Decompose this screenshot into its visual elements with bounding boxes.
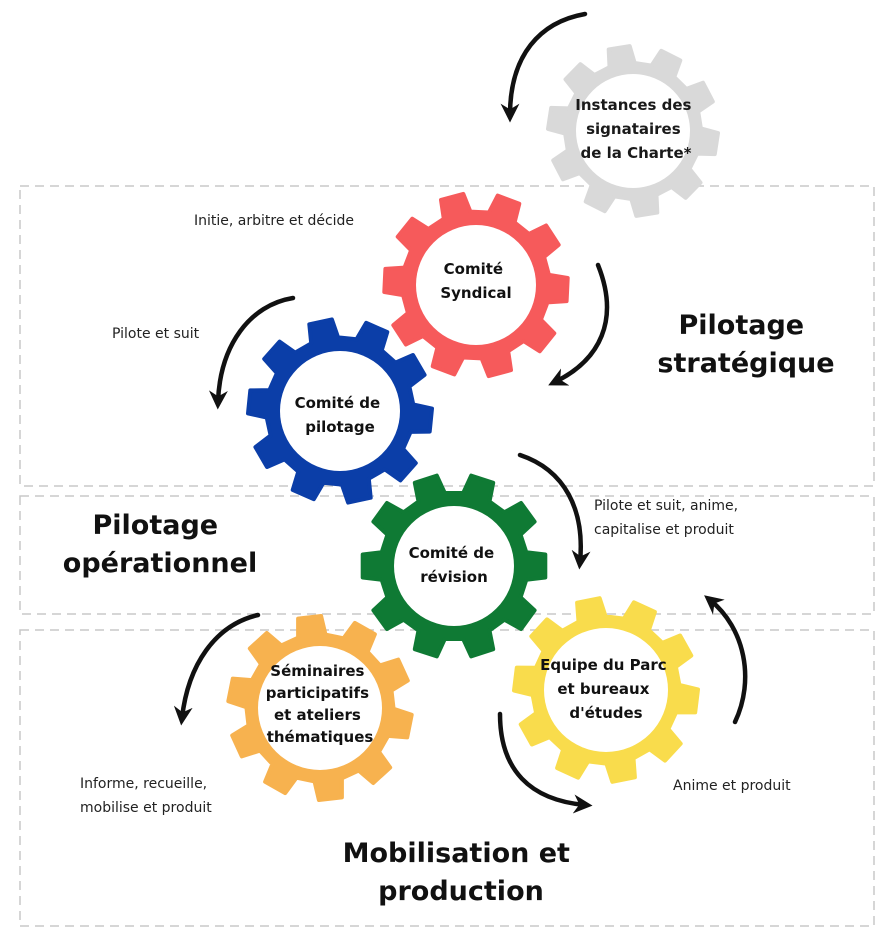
gear-label-equipe-parc: Equipe du Parc et bureaux d'études — [540, 656, 672, 722]
arrow-into-comite-pilotage — [208, 295, 296, 410]
note-comite-syndical: Initie, arbitre et décide — [194, 213, 354, 229]
gear-label-line: thématiques — [267, 728, 374, 746]
section-title-line: Pilotage — [92, 510, 218, 541]
gear-label-line: signataires — [586, 120, 681, 138]
arrow-into-seminaires — [173, 612, 261, 726]
note-line: capitalise et produit — [594, 522, 734, 538]
gear-label-line: et ateliers — [274, 706, 361, 724]
gear-label-comite-pilotage: Comité de pilotage — [295, 394, 386, 436]
gear-label-instances: Instances des signataires de la Charte* — [575, 96, 696, 162]
gear-seminaires — [226, 614, 414, 802]
gear-label-comite-revision: Comité de révision — [409, 544, 500, 586]
note-line: mobilise et produit — [80, 800, 212, 816]
section-title-pilotage-operationnel: Pilotage opérationnel — [63, 510, 257, 579]
gear-label-comite-syndical: Comité Syndical — [440, 260, 511, 302]
section-title-mobilisation-production: Mobilisation et production — [343, 838, 580, 907]
gear-center — [280, 351, 400, 471]
gear-label-line: Séminaires — [270, 662, 364, 680]
note-equipe-parc: Anime et produit — [673, 778, 791, 794]
section-title-pilotage-strategique: Pilotage stratégique — [657, 310, 834, 379]
section-title-line: stratégique — [657, 348, 834, 379]
note-line: Pilote et suit, anime, — [594, 498, 738, 514]
gear-instances — [546, 44, 720, 218]
gear-label-line: d'études — [569, 704, 642, 722]
note-line: Initie, arbitre et décide — [194, 213, 354, 229]
arrow-syndical-to-pilotage — [548, 262, 610, 386]
section-title-line: Mobilisation et — [343, 838, 570, 869]
gear-center — [258, 646, 382, 770]
gear-center — [576, 74, 690, 188]
gear-label-line: révision — [420, 568, 488, 586]
band-pilotage-strategique — [19, 185, 875, 487]
gear-center — [394, 506, 514, 626]
section-title-line: opérationnel — [63, 548, 257, 579]
note-line: Pilote et suit — [112, 326, 200, 342]
arrow-below-equipe — [497, 711, 593, 814]
gear-label-line: pilotage — [305, 418, 375, 436]
gear-comite-pilotage — [246, 317, 434, 505]
note-line: Informe, recueille, — [80, 776, 207, 792]
gear-center — [416, 225, 536, 345]
gear-label-line: Syndical — [440, 284, 511, 302]
gear-label-line: Equipe du Parc — [540, 656, 667, 674]
gear-label-line: de la Charte* — [580, 144, 691, 162]
gear-comite-syndical — [382, 191, 570, 379]
arrow-into-instances — [500, 11, 588, 123]
gear-label-line: Comité de — [409, 544, 495, 562]
note-comite-revision: Pilote et suit, anime, capitalise et pro… — [594, 498, 743, 538]
note-line: Anime et produit — [673, 778, 791, 794]
gear-center — [544, 628, 668, 752]
gear-label-line: participatifs — [266, 684, 369, 702]
arrow-up-from-equipe — [704, 595, 748, 725]
gear-label-line: et bureaux — [557, 680, 649, 698]
section-title-line: Pilotage — [678, 310, 804, 341]
gear-label-line: Comité de — [295, 394, 381, 412]
note-comite-pilotage: Pilote et suit — [112, 326, 200, 342]
gear-equipe-parc — [512, 596, 700, 784]
gear-comite-revision — [360, 473, 548, 659]
arrow-pilotage-to-revision — [517, 452, 591, 570]
gear-label-line: Instances des — [575, 96, 691, 114]
note-seminaires: Informe, recueille, mobilise et produit — [80, 776, 212, 816]
gear-label-seminaires: Séminaires participatifs et ateliers thé… — [266, 662, 374, 746]
section-title-line: production — [378, 876, 544, 907]
gear-label-line: Comité — [444, 260, 503, 278]
